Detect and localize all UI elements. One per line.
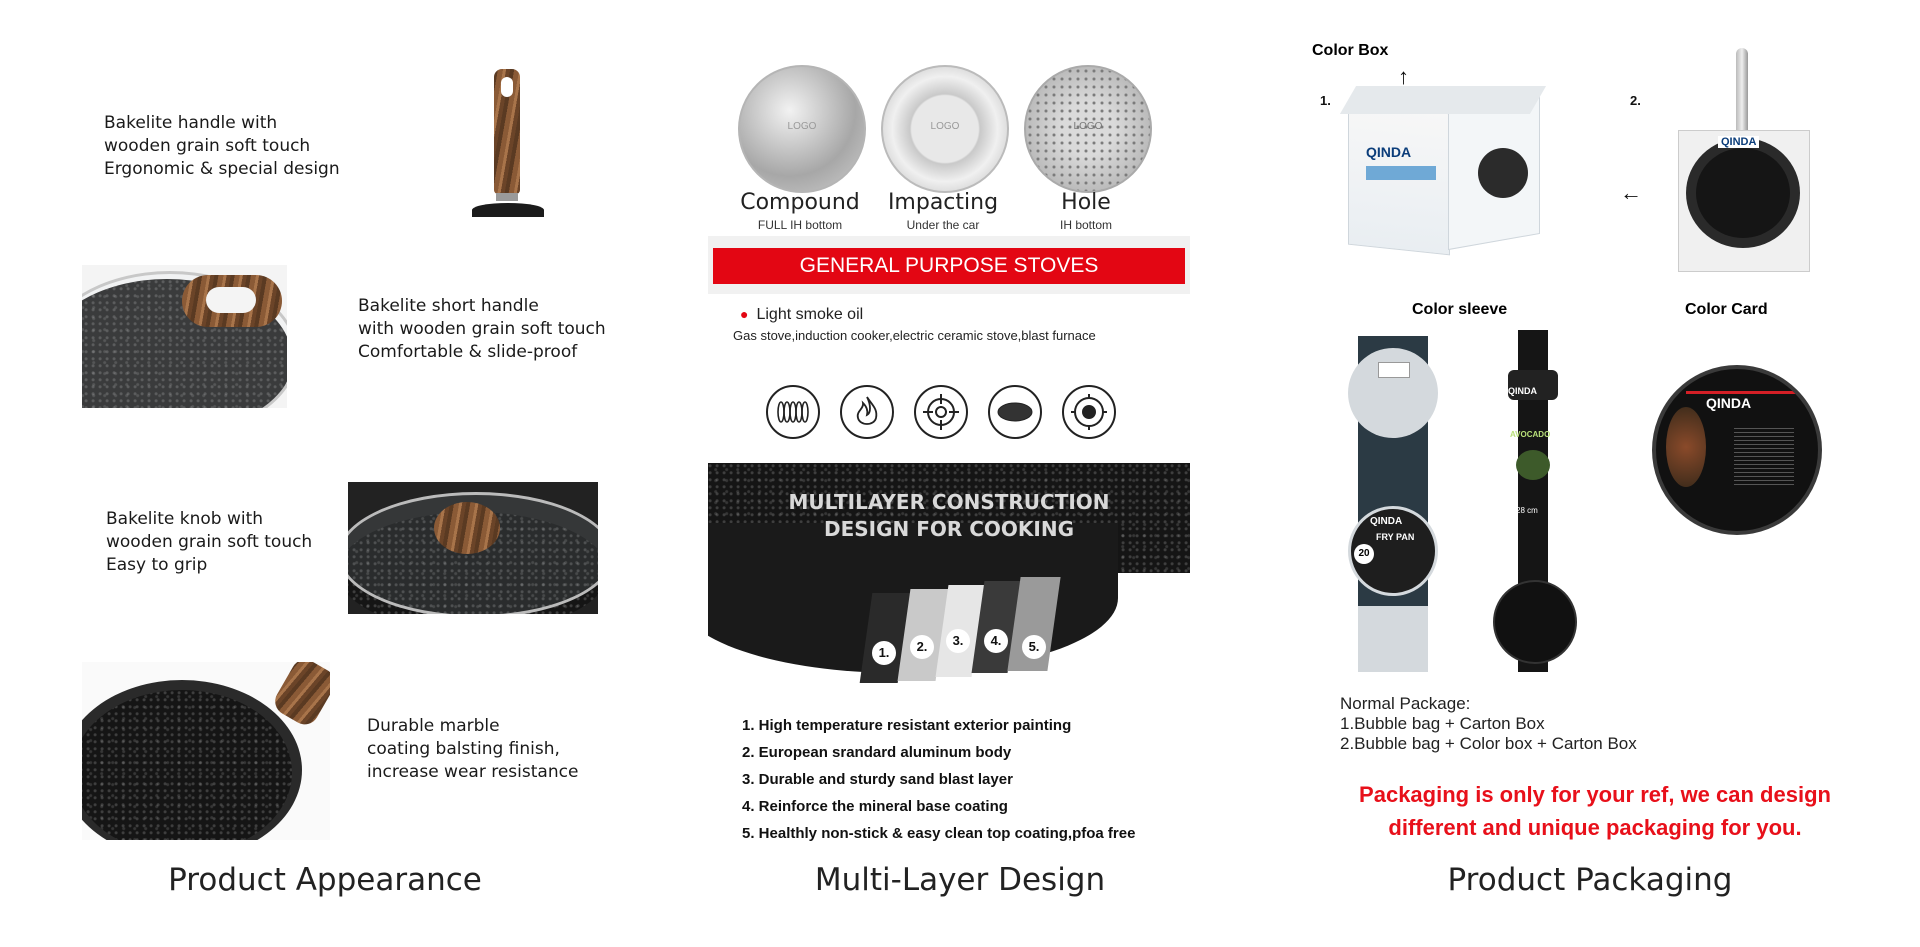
feature-handle-text: Bakelite handle with wooden grain soft t… [104,113,340,179]
packaging-section: Color Box 1. ↑ QINDA 2. ← QINDA Color sl… [1260,0,1920,947]
induction-coil-icon [766,385,820,439]
ceramic-plate-icon [988,385,1042,439]
knob-photo [348,482,598,614]
multilayer-caption: Multi-Layer Design [814,862,1106,898]
num-2-label: 2. [1630,93,1641,108]
bullet-dot-icon: ● [740,306,749,322]
color-box-image: QINDA [1338,78,1547,258]
size-badge: 20 [1354,544,1374,564]
feature-marble-text: Durable marble coating balsting finish, … [367,716,579,782]
construction-title: MULTILAYER CONSTRUCTION DESIGN FOR COOKI… [788,490,1110,541]
long-handle-photo [470,65,550,220]
compound-label: Compound [740,190,860,215]
num-1-label: 1. [1320,93,1331,108]
layer-item: 4. Reinforce the mineral base coating [742,798,1008,815]
color-card-image: QINDA [1652,365,1822,535]
packaging-caption: Product Packaging [1447,862,1733,898]
arrow-left-icon: ← [1620,180,1642,205]
feature-short-handle-text: Bakelite short handle with wooden grain … [358,296,606,362]
layer-num-1: 1. [872,641,896,665]
product-appearance-caption: Product Appearance [168,862,482,898]
impacting-bottom-disc: LOGO [881,65,1009,193]
color-sleeve-2-image: QINDA AVOCADO 28 cm [1488,330,1578,672]
logo-mark: LOGO [787,121,817,132]
brand-logo: QINDA [1706,395,1752,411]
arrow-up-icon: ↑ [1398,64,1409,89]
layer-num-2: 2. [910,635,934,659]
multilayer-section: LOGO LOGO LOGO Compound Impacting Hole F… [660,0,1260,947]
fry-pan-label: FRY PAN [1376,532,1415,542]
color-sleeve-1-image: QINDA FRY PAN 20 [1348,336,1438,672]
brand-logo: QINDA [1366,144,1412,160]
normal-package-title: Normal Package: [1340,694,1471,713]
normal-package-line-1: 1.Bubble bag + Carton Box [1340,714,1545,733]
layer-item: 5. Healthly non-stick & easy clean top c… [742,825,1136,842]
brand-logo: QINDA [1370,516,1403,527]
light-smoke-text: Light smoke oil [756,306,864,323]
multilayer-pan-image: MULTILAYER CONSTRUCTION DESIGN FOR COOKI… [708,463,1190,703]
layer-item: 2. European srandard aluminum body [742,744,1012,761]
impacting-sublabel: Under the car [906,218,980,232]
compound-sublabel: FULL IH bottom [757,218,843,232]
marble-pan-photo [82,662,330,840]
feature-knob-text: Bakelite knob with wooden grain soft tou… [106,509,313,575]
color-box-title: Color Box [1312,42,1389,59]
flame-icon [840,385,894,439]
layer-item: 1. High temperature resistant exterior p… [742,717,1072,734]
layer-num-4: 4. [984,629,1008,653]
short-handle-photo [82,265,287,408]
normal-package-line-2: 2.Bubble bag + Color box + Carton Box [1340,734,1637,753]
hole-bottom-disc: LOGO [1024,65,1152,193]
product-appearance-section: Bakelite handle with wooden grain soft t… [0,0,660,947]
avocado-label: AVOCADO [1510,430,1551,439]
impacting-label: Impacting [887,190,999,215]
logo-mark: LOGO [930,121,960,132]
electric-hob-icon [1062,385,1116,439]
gas-burner-icon [914,385,968,439]
brand-logo: QINDA [1508,386,1537,396]
color-sleeve-title: Color sleeve [1412,301,1508,318]
hole-label: Hole [1061,190,1111,215]
size-label: 28 cm [1516,506,1538,515]
color-card-title: Color Card [1685,301,1768,318]
brand-logo: QINDA [1718,136,1760,148]
packaging-note: Packaging is only for your ref, we can d… [1359,782,1831,840]
layer-list: 1. High temperature resistant exterior p… [742,712,1135,847]
compound-bottom-disc: LOGO [738,65,866,193]
stoves-banner-label: GENERAL PURPOSE STOVES [713,248,1185,284]
light-smoke-bullet: ● Light smoke oil [740,306,863,324]
logo-mark: LOGO [1073,121,1103,132]
layer-num-3: 3. [946,629,970,653]
stoves-banner: GENERAL PURPOSE STOVES [708,236,1190,294]
stoves-line: Gas stove,induction cooker,electric cera… [733,328,1096,343]
hole-sublabel: IH bottom [1059,218,1113,232]
layer-item: 3. Durable and sturdy sand blast layer [742,771,1013,788]
layer-num-5: 5. [1022,635,1046,659]
pan-box-image: QINDA [1678,48,1810,272]
